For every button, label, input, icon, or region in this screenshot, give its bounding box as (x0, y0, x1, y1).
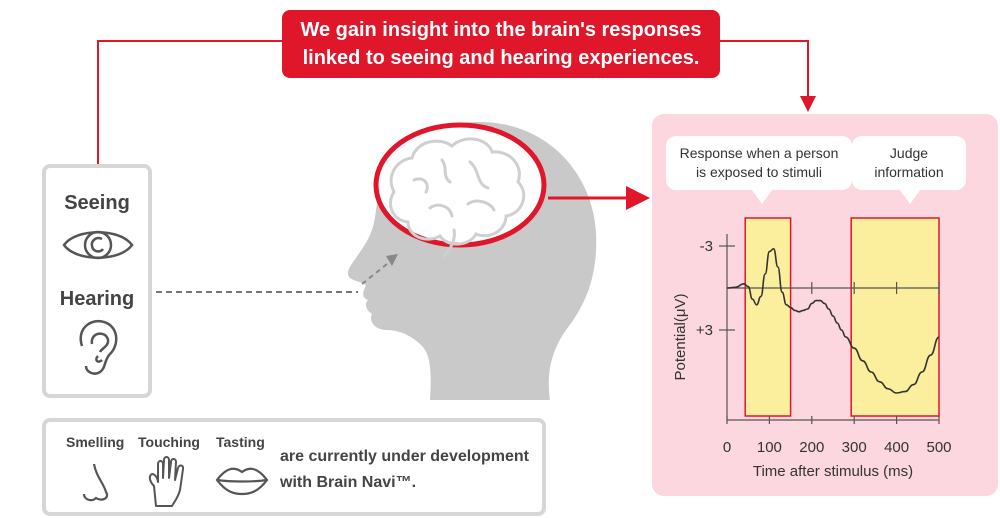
tasting-label: Tasting (216, 434, 265, 450)
y-axis-label: Potential(μV) (672, 293, 689, 380)
x-tick-label-300: 300 (842, 439, 867, 456)
development-text-line-2: with Brain Navi™. (280, 474, 417, 491)
stimulus-path (156, 254, 398, 293)
bubble-judge-line-2: information (874, 164, 944, 180)
bubble-judge: Judge information (852, 136, 966, 190)
development-box: Smelling Touching Tasting are currently … (42, 418, 546, 516)
y-tick-label-+3: +3 (696, 322, 713, 339)
x-axis-label: Time after stimulus (ms) (753, 463, 913, 480)
nose-icon (82, 463, 109, 502)
bubble-response-tail (752, 190, 772, 204)
x-tick-label-500: 500 (926, 439, 951, 456)
erp-panel: Response when a person is exposed to sti… (652, 114, 998, 496)
x-tick-label-400: 400 (884, 439, 909, 456)
x-tick-label-200: 200 (799, 439, 824, 456)
bubble-response: Response when a person is exposed to sti… (666, 136, 852, 190)
red-arrow (548, 186, 650, 210)
gray-arrow-line (361, 259, 393, 285)
senses-box: Seeing Hearing (42, 164, 152, 398)
hearing-label: Hearing (59, 288, 135, 310)
highlight-region-1 (744, 217, 792, 417)
left-connector-line (97, 40, 282, 164)
seeing-label: Seeing (64, 192, 130, 214)
right-connector-line (720, 40, 809, 100)
header-line-1: We gain insight into the brain's respons… (300, 19, 702, 41)
bubble-response-line-2: is exposed to stimuli (695, 164, 823, 180)
eye-icon (62, 230, 134, 260)
gray-arrow-icon (386, 254, 398, 266)
ear-icon (79, 319, 118, 375)
x-tick-label-0: 0 (723, 439, 731, 456)
smelling-label: Smelling (66, 434, 125, 450)
highlight-region-2 (850, 217, 940, 417)
head-illustration (347, 122, 597, 400)
touching-label: Touching (138, 434, 200, 450)
x-tick-label-100: 100 (757, 439, 782, 456)
bubble-judge-tail (900, 190, 920, 204)
erp-waveform-1 (726, 247, 940, 394)
y-tick-label--3: -3 (700, 238, 713, 255)
bubble-judge-line-1: Judge (889, 145, 929, 161)
development-text-line-1: are currently under development (280, 448, 529, 465)
down-arrow-icon (800, 96, 816, 112)
brain-icon (389, 137, 526, 258)
bubble-response-line-1: Response when a person (679, 145, 839, 161)
lips-icon (215, 467, 269, 496)
header-callout: We gain insight into the brain's respons… (282, 10, 720, 78)
development-text: are currently under development with Bra… (280, 444, 550, 496)
hand-icon (148, 456, 185, 507)
red-arrow-icon (626, 186, 650, 210)
header-line-2: linked to seeing and hearing experiences… (302, 47, 700, 69)
